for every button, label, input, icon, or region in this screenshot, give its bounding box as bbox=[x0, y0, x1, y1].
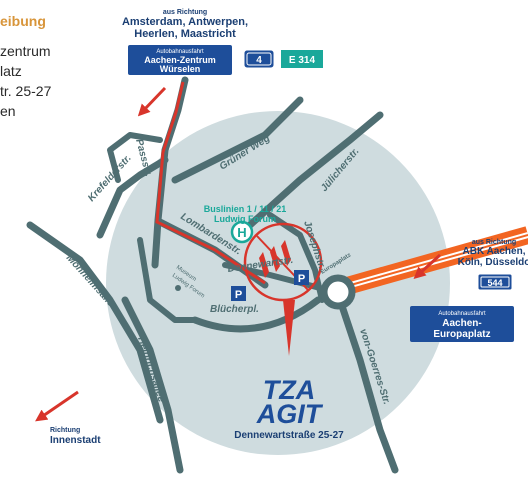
right-direction-line2: Köln, Düsseldo bbox=[458, 257, 528, 268]
route-544-inner bbox=[480, 276, 510, 288]
sidebar-line-2: latz bbox=[0, 63, 22, 79]
exit-north-line1: Autobahnausfahrt bbox=[156, 49, 204, 55]
bottom-left-direction-line1: Innenstadt bbox=[50, 435, 101, 446]
museum-marker bbox=[175, 285, 181, 291]
bus-lines-line1: Buslinien 1 / 11 / 21 bbox=[204, 204, 287, 214]
e314-label: E 314 bbox=[289, 55, 316, 66]
sidebar-line-4: en bbox=[0, 103, 16, 119]
sidebar-heading: eibung bbox=[0, 13, 46, 29]
route-arrow-north bbox=[137, 86, 167, 117]
exit-east-line1: Autobahnausfahrt bbox=[438, 311, 486, 317]
route-544-number: 544 bbox=[487, 278, 502, 288]
road-monheimsallee bbox=[26, 221, 164, 424]
route-line bbox=[155, 81, 266, 285]
road-juelicherstr bbox=[246, 111, 384, 229]
right-direction-line1: ABK Aachen, bbox=[463, 246, 526, 257]
bus-stop-icon bbox=[230, 220, 254, 244]
road-von-goerres bbox=[336, 296, 399, 474]
top-direction-line2: Heerlen, Maastricht bbox=[134, 28, 236, 40]
right-direction-small: aus Richtung bbox=[472, 239, 516, 246]
parking-icon-museum bbox=[231, 286, 246, 301]
top-direction-line1: Amsterdam, Antwerpen, bbox=[122, 16, 248, 28]
address-label: Dennewartstraße 25-27 bbox=[234, 430, 344, 441]
top-direction-small: aus Richtung bbox=[163, 9, 207, 16]
exit-east-line3: Europaplatz bbox=[433, 329, 490, 340]
road-krefelder-loop bbox=[107, 132, 163, 183]
exit-east-sign bbox=[410, 306, 514, 342]
sidebar-line-3: tr. 25-27 bbox=[0, 83, 52, 99]
roundabout bbox=[320, 274, 356, 310]
destination-pointer bbox=[283, 300, 295, 356]
route-arrow-southwest bbox=[35, 390, 79, 422]
road-west-inner bbox=[137, 237, 198, 323]
parking-letter-josephstr: P bbox=[298, 273, 305, 285]
building-icon bbox=[259, 240, 291, 278]
autobahn-4-number: 4 bbox=[256, 55, 262, 66]
e314-shield bbox=[281, 50, 323, 68]
road-krefelderstr bbox=[96, 156, 169, 239]
exit-north-sign bbox=[128, 45, 232, 75]
route-544-shield bbox=[477, 273, 513, 291]
bottom-left-direction-small: Richtung bbox=[50, 427, 80, 434]
parking-icon-josephstr bbox=[294, 270, 309, 285]
exit-north-line2: Aachen-Zentrum bbox=[144, 55, 216, 65]
exit-north-line3: Würselen bbox=[160, 64, 201, 74]
bus-lines-line2: Ludwig Forum bbox=[214, 214, 276, 224]
street-label-passstr: Passstr. bbox=[133, 138, 154, 178]
autobahn-4-inner bbox=[246, 52, 272, 66]
road-bluecherpl bbox=[191, 296, 322, 333]
exit-east-line2: Aachen- bbox=[442, 318, 481, 329]
bus-stop-letter: H bbox=[237, 225, 246, 240]
parking-letter-museum: P bbox=[235, 289, 242, 301]
autobahn-4-shield bbox=[243, 49, 275, 69]
street-label-bluecherpl: Blücherpl. bbox=[210, 304, 259, 315]
sidebar-line-1: zentrum bbox=[0, 43, 51, 59]
road-gruener-weg bbox=[171, 96, 304, 184]
route-arrow-east bbox=[413, 253, 442, 280]
logo-agit: AGIT bbox=[256, 399, 324, 429]
logo-tza: TZA bbox=[263, 375, 315, 405]
road-heinrichsallee bbox=[121, 296, 184, 474]
